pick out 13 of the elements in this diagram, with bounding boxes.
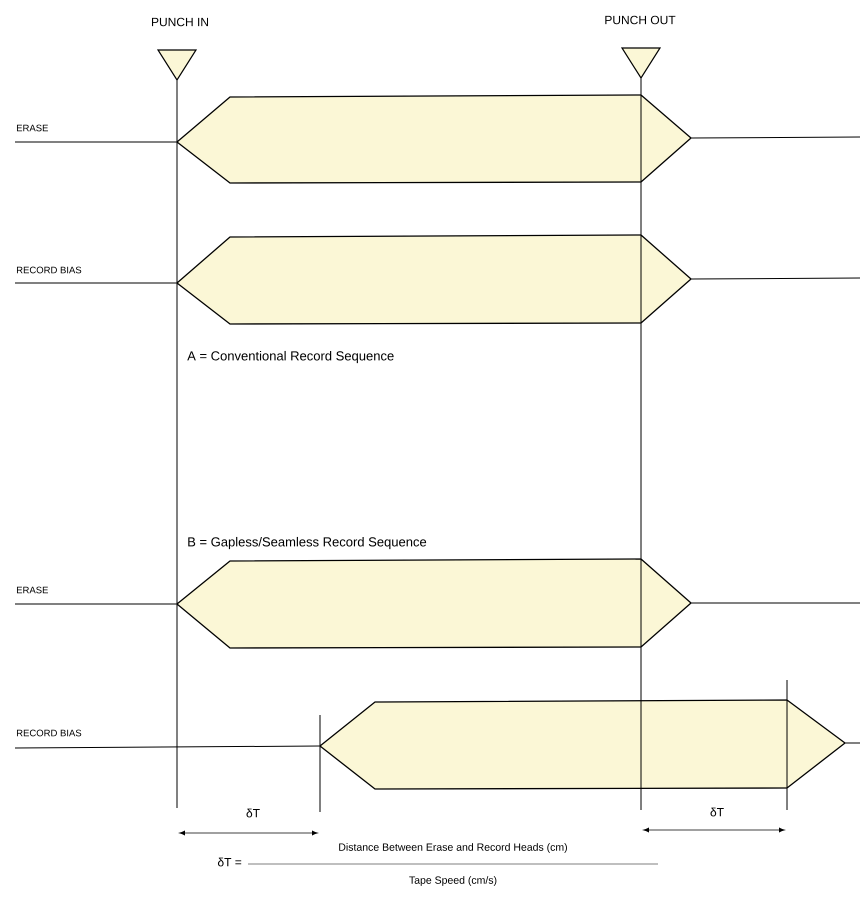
sequence-label: A = Conventional Record Sequence bbox=[187, 350, 394, 364]
sequence-label: B = Gapless/Seamless Record Sequence bbox=[188, 536, 426, 550]
formula-label: δT = bbox=[218, 858, 242, 866]
dimension-label: δT bbox=[710, 808, 724, 816]
signal-label: RECORD BIAS bbox=[16, 266, 82, 274]
marker-label: PUNCH IN bbox=[152, 18, 208, 26]
formula-label: Tape Speed (cm/s) bbox=[409, 876, 496, 886]
signal-label: ERASE bbox=[16, 124, 48, 132]
formula-label: Distance Between Erase and Record Heads (cm) bbox=[339, 843, 567, 853]
signal-label: ERASE bbox=[16, 586, 48, 594]
dimension-label: δT bbox=[246, 808, 260, 818]
marker-label: PUNCH OUT bbox=[605, 16, 676, 24]
signal-label: RECORD BIAS bbox=[16, 730, 82, 736]
